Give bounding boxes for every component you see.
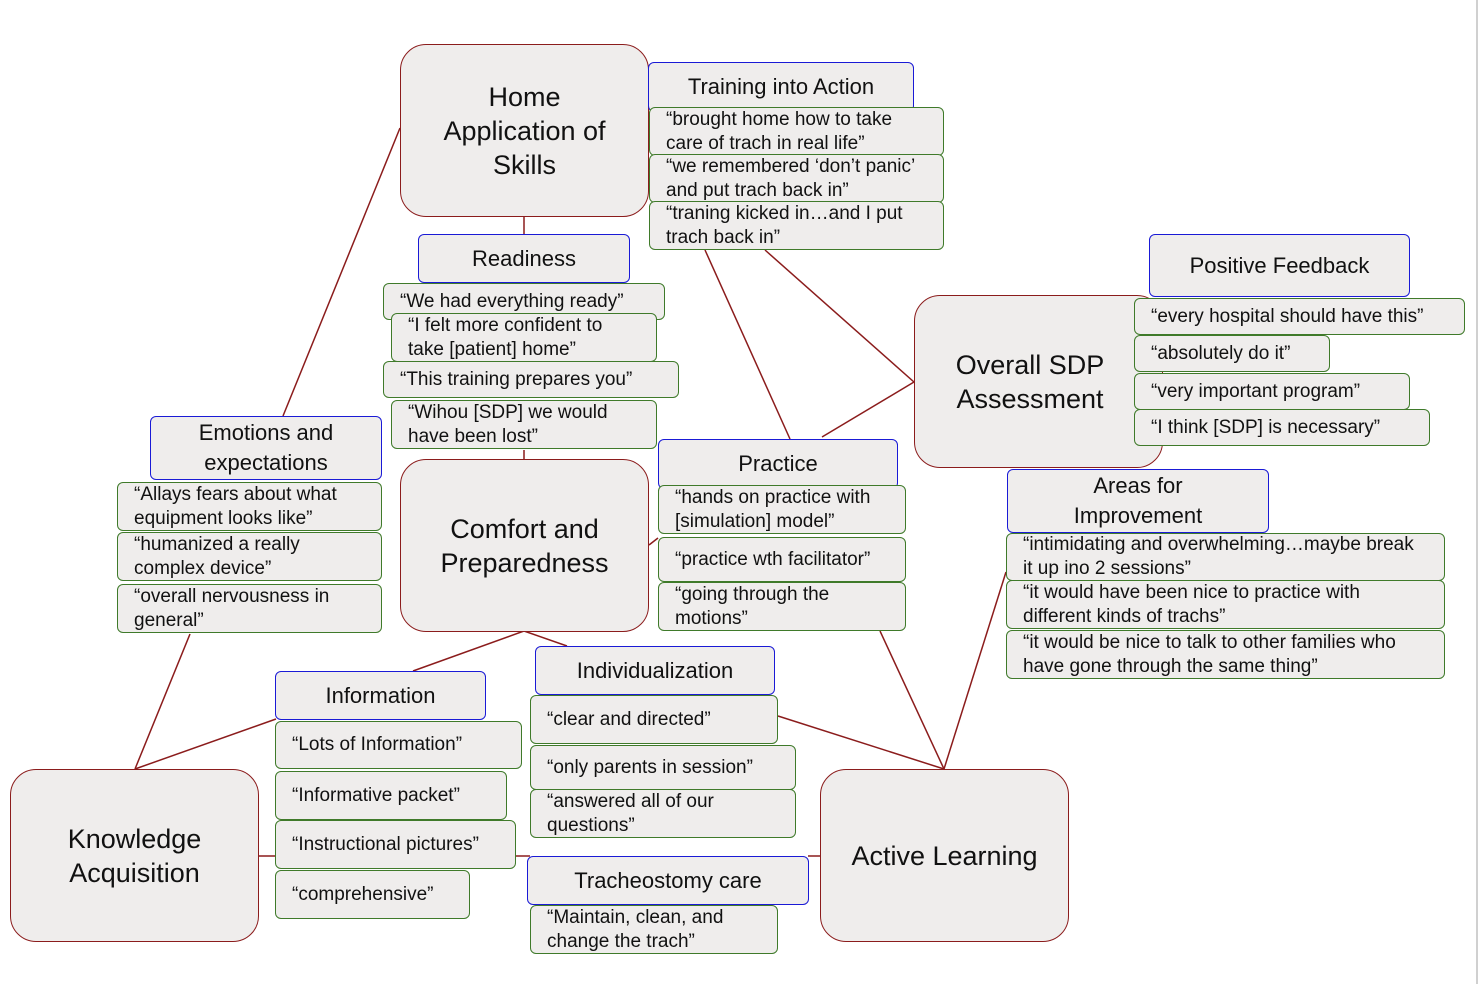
quote-training-3: “traning kicked in…and I put trach back … [649, 201, 944, 250]
subtheme-readiness: Readiness [418, 234, 630, 283]
subtheme-tracheostomy-care: Tracheostomy care [527, 856, 809, 905]
edge-comfort-practice [648, 537, 659, 546]
quote-readiness-3-text: “This training prepares you” [400, 368, 633, 390]
quote-emotions-1-text: “Allays fears about what equipment looks… [134, 483, 337, 529]
quote-trach-1-text: “Maintain, clean, and change the trach” [547, 906, 724, 952]
theme-home-label: Home Application of Skills [443, 81, 606, 180]
quote-information-3: “Instructional pictures” [275, 820, 516, 869]
quote-individualization-1-text: “clear and directed” [547, 708, 711, 730]
quote-emotions-3: “overall nervousness in general” [117, 584, 382, 633]
quote-positive-3-text: “very important program” [1151, 380, 1361, 402]
theme-home-application: Home Application of Skills [400, 44, 649, 217]
quote-readiness-3: “This training prepares you” [383, 361, 679, 398]
subtheme-practice-label: Practice [738, 451, 818, 476]
quote-areas-1-text: “intimidating and overwhelming…maybe bre… [1023, 534, 1414, 579]
edge-practice-active [879, 630, 945, 770]
theme-knowledge-acquisition: Knowledge Acquisition [10, 769, 259, 942]
quote-positive-2: “absolutely do it” [1134, 335, 1330, 372]
subtheme-emotions-label: Emotions and expectations [198, 420, 334, 475]
quote-positive-1-text: “every hospital should have this” [1151, 305, 1424, 327]
quote-emotions-1: “Allays fears about what equipment looks… [117, 482, 382, 531]
quote-readiness-2-text: “I felt more confident to take [patient]… [408, 314, 603, 360]
theme-comfort-label: Comfort and Preparedness [440, 513, 609, 578]
edge-home-emotions [282, 127, 401, 417]
right-edge-line [1476, 0, 1478, 984]
edge-individualization-active [777, 715, 945, 770]
edge-training-overall [764, 249, 915, 383]
theme-comfort-preparedness: Comfort and Preparedness [400, 459, 649, 632]
quote-training-1: “brought home how to take care of trach … [649, 107, 944, 156]
subtheme-individualization: Individualization [535, 646, 775, 695]
subtheme-training-label: Training into Action [687, 74, 875, 99]
subtheme-positive-label: Positive Feedback [1189, 252, 1370, 278]
quote-emotions-2-text: “humanized a really complex device” [134, 533, 300, 579]
quote-practice-1: “hands on practice with [simulation] mod… [658, 485, 906, 534]
quote-individualization-2-text: “only parents in session” [547, 756, 753, 778]
subtheme-emotions: Emotions and expectations [150, 416, 382, 480]
quote-readiness-4: “Wihou [SDP] we would have been lost” [391, 400, 657, 449]
quote-areas-3: “it would be nice to talk to other famil… [1006, 630, 1445, 679]
edge-emotions-knowledge [134, 633, 191, 770]
quote-positive-2-text: “absolutely do it” [1151, 342, 1291, 364]
quote-positive-1: “every hospital should have this” [1134, 298, 1465, 335]
quote-information-2-text: “Informative packet” [292, 784, 460, 806]
quote-positive-3: “very important program” [1134, 373, 1410, 410]
quote-information-2: “Informative packet” [275, 771, 507, 820]
quote-information-3-text: “Instructional pictures” [292, 833, 479, 855]
quote-areas-3-text: “it would be nice to talk to other famil… [1023, 631, 1396, 677]
quote-practice-2: “practice wth facilitator” [658, 537, 906, 582]
quote-readiness-4-text: “Wihou [SDP] we would have been lost” [408, 401, 608, 447]
subtheme-areas-improvement: Areas for Improvement [1007, 469, 1269, 533]
quote-practice-1-text: “hands on practice with [simulation] mod… [675, 486, 871, 532]
quote-positive-4-text: “I think [SDP] is necessary” [1151, 416, 1381, 438]
subtheme-trach-label: Tracheostomy care [574, 867, 762, 893]
quote-training-2: “we remembered ‘don’t panic’ and put tra… [649, 154, 944, 203]
subtheme-information-label: Information [325, 682, 436, 708]
edge-comfort-individualization [523, 630, 568, 647]
subtheme-positive-feedback: Positive Feedback [1149, 234, 1410, 297]
subtheme-training-into-action: Training into Action [648, 62, 914, 112]
quote-individualization-1: “clear and directed” [530, 695, 778, 744]
subtheme-individualization-label: Individualization [576, 657, 734, 683]
theme-knowledge-label: Knowledge Acquisition [67, 823, 202, 888]
subtheme-information: Information [275, 671, 486, 720]
theme-active-learning: Active Learning [820, 769, 1069, 942]
edge-information-knowledge [134, 718, 277, 770]
subtheme-practice: Practice [658, 439, 898, 489]
quote-areas-2: “it would have been nice to practice wit… [1006, 580, 1445, 629]
subtheme-readiness-label: Readiness [472, 245, 576, 271]
quote-practice-2-text: “practice wth facilitator” [675, 548, 871, 570]
quote-training-3-text: “traning kicked in…and I put trach back … [666, 202, 903, 248]
quote-emotions-3-text: “overall nervousness in general” [134, 585, 330, 631]
edge-practice-overall [821, 381, 915, 438]
quote-information-1-text: “Lots of Information” [292, 734, 463, 755]
edge-areas-active [943, 571, 1007, 770]
quote-practice-3: “going through the motions” [658, 582, 906, 631]
quote-information-1: “Lots of Information” [275, 721, 522, 769]
quote-positive-4: “I think [SDP] is necessary” [1134, 409, 1430, 446]
quote-areas-2-text: “it would have been nice to practice wit… [1023, 581, 1360, 627]
quote-individualization-3-text: “answered all of our questions” [547, 790, 714, 836]
theme-overall-assessment: Overall SDP Assessment [914, 295, 1163, 468]
quote-training-2-text: “we remembered ‘don’t panic’ and put tra… [666, 155, 915, 201]
quote-emotions-2: “humanized a really complex device” [117, 532, 382, 581]
quote-practice-3-text: “going through the motions” [675, 583, 830, 629]
quote-individualization-2: “only parents in session” [530, 745, 796, 790]
edge-training-practice [704, 249, 791, 440]
theme-overall-label: Overall SDP Assessment [955, 349, 1105, 414]
quote-individualization-3: “answered all of our questions” [530, 789, 796, 838]
quote-information-4: “comprehensive” [275, 870, 470, 919]
quote-information-4-text: “comprehensive” [292, 883, 434, 905]
quote-readiness-2: “I felt more confident to take [patient]… [391, 313, 657, 362]
theme-active-label: Active Learning [851, 840, 1038, 871]
edge-comfort-information [412, 630, 525, 672]
quote-training-1-text: “brought home how to take care of trach … [666, 108, 893, 154]
subtheme-areas-label: Areas for Improvement [1073, 473, 1203, 528]
quote-trach-1: “Maintain, clean, and change the trach” [530, 905, 778, 954]
quote-areas-1: “intimidating and overwhelming…maybe bre… [1006, 533, 1445, 581]
quote-readiness-1-text: “We had everything ready” [400, 290, 624, 312]
